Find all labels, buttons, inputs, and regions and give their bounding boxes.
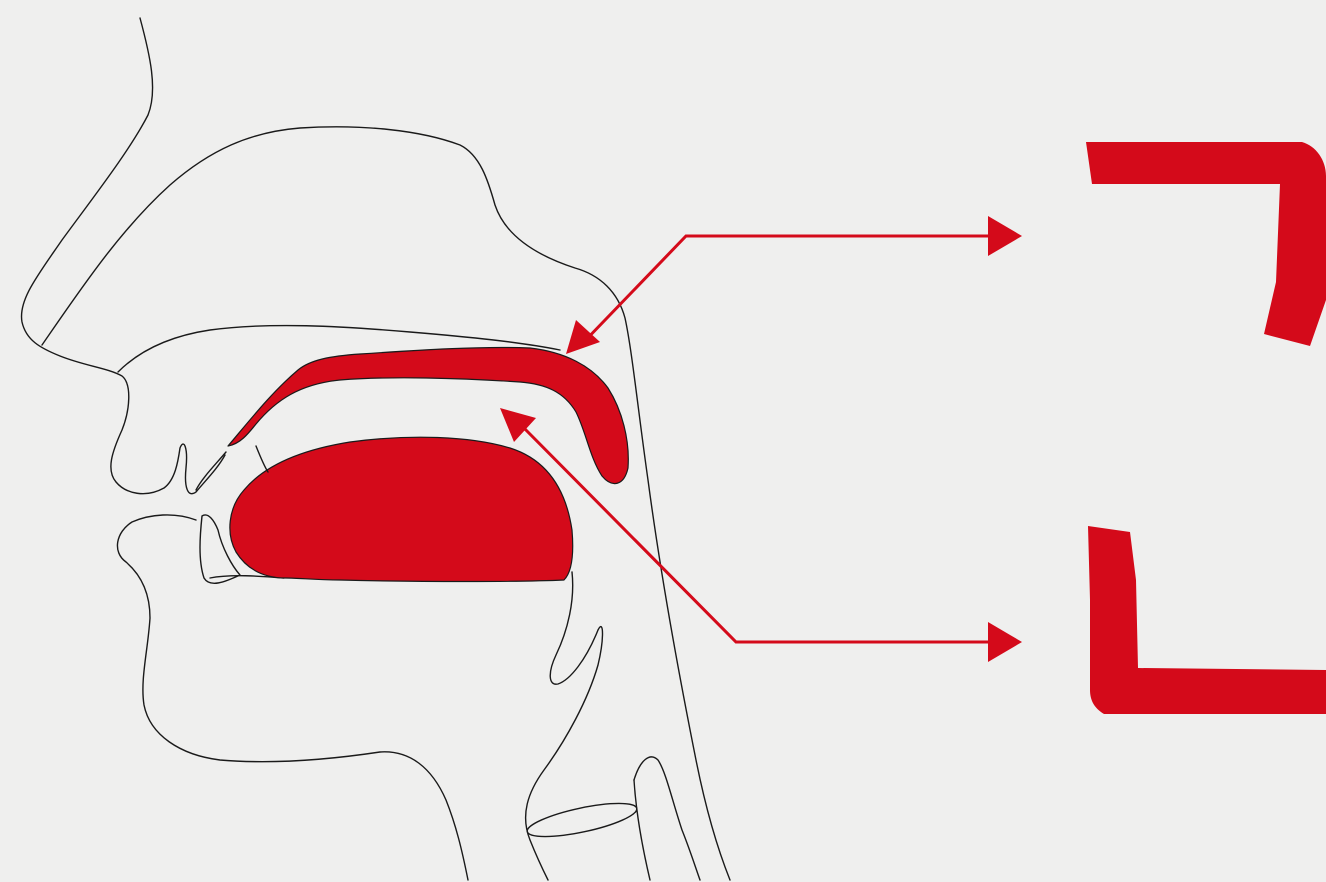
trachea-ring <box>525 797 640 844</box>
corner-bracket-top <box>1086 142 1326 346</box>
arrow-soft-palate <box>566 216 1022 354</box>
face-profile-outline <box>21 18 225 494</box>
pharynx-outline <box>526 572 603 880</box>
lip-connector-line <box>256 446 268 472</box>
epiglottis-outline <box>634 757 700 880</box>
arrow-tongue <box>500 408 1022 662</box>
upper-teeth-outline <box>196 452 226 490</box>
tongue <box>230 437 573 581</box>
corner-bracket-bottom <box>1088 526 1326 714</box>
epiglottis-inner-outline <box>634 780 650 880</box>
